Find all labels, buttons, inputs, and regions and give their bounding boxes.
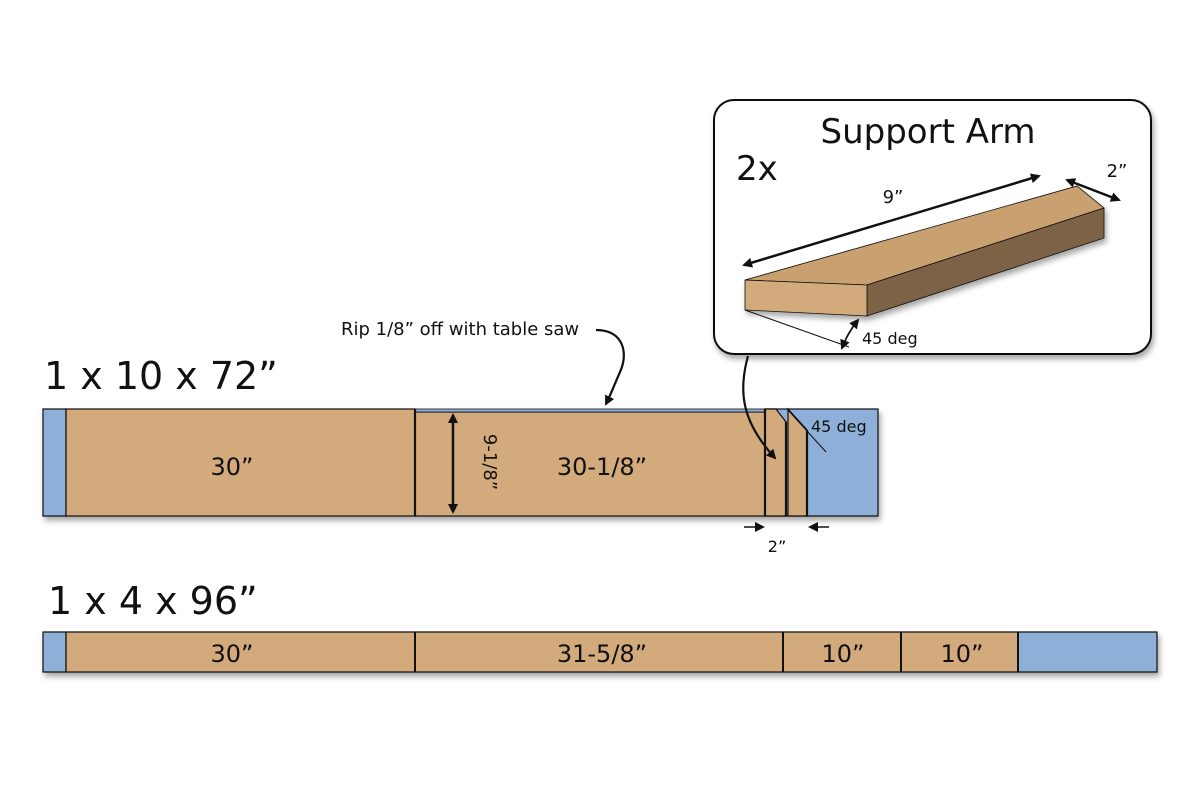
board-2-label: 1 x 4 x 96” <box>48 579 258 623</box>
board-1: 1 x 10 x 72” 30” 30-1/8” 9-1/8” 4 <box>42 319 879 556</box>
support-arm-panel: Support Arm 2x 9” 2” 45 deg <box>713 99 1152 460</box>
board-2-cut-1-label: 30” <box>211 640 254 668</box>
support-arm-length-arrow <box>742 173 1041 268</box>
support-arm-title: Support Arm <box>821 112 1036 152</box>
board-1-angle-label: 45 deg <box>811 417 867 436</box>
board-2-waste-right <box>1017 631 1158 673</box>
board-1-rip-strip <box>414 408 766 413</box>
board-2-piece-3 <box>782 631 902 673</box>
board-2-piece-1 <box>65 631 416 673</box>
board-2-cut-4-label: 10” <box>941 640 984 668</box>
board-2-cut-2-label: 31-5/8” <box>557 640 647 668</box>
support-arm-width-label: 2” <box>1107 161 1128 182</box>
board-1-rip-note: Rip 1/8” off with table saw <box>341 319 579 340</box>
support-arm-front-face <box>744 279 868 317</box>
support-arm-width-arrow <box>1065 178 1121 202</box>
board-1-arm-piece-1 <box>764 408 787 517</box>
support-arm-angle-arrow <box>840 318 860 350</box>
support-arm-angle-label: 45 deg <box>862 329 918 348</box>
support-arm-length-label: 9” <box>883 187 904 208</box>
support-arm-leader-arrow <box>742 355 777 460</box>
board-1-cut-1-label: 30” <box>211 453 254 481</box>
board-1-arm-width-label: 2” <box>768 537 786 556</box>
board-1-waste-left <box>42 408 67 517</box>
board-2-waste-left <box>42 631 67 673</box>
board-2-cut-3-label: 10” <box>822 640 865 668</box>
board-1-width-label: 9-1/8” <box>479 434 500 490</box>
support-arm-angle-line <box>744 309 850 348</box>
board-1-cut-2-label: 30-1/8” <box>557 453 647 481</box>
board-1-rip-arrow <box>595 328 625 406</box>
board-1-angle-line <box>787 409 827 453</box>
board-1-label: 1 x 10 x 72” <box>44 354 278 398</box>
board-2-piece-2 <box>414 631 784 673</box>
board-2-piece-4 <box>900 631 1019 673</box>
board-2-stock <box>42 631 1158 673</box>
board-2: 1 x 4 x 96” 30” 31-5/8” 10” 10” <box>42 579 1158 673</box>
board-1-piece-30 <box>65 408 416 517</box>
support-arm-quantity: 2x <box>736 149 778 189</box>
